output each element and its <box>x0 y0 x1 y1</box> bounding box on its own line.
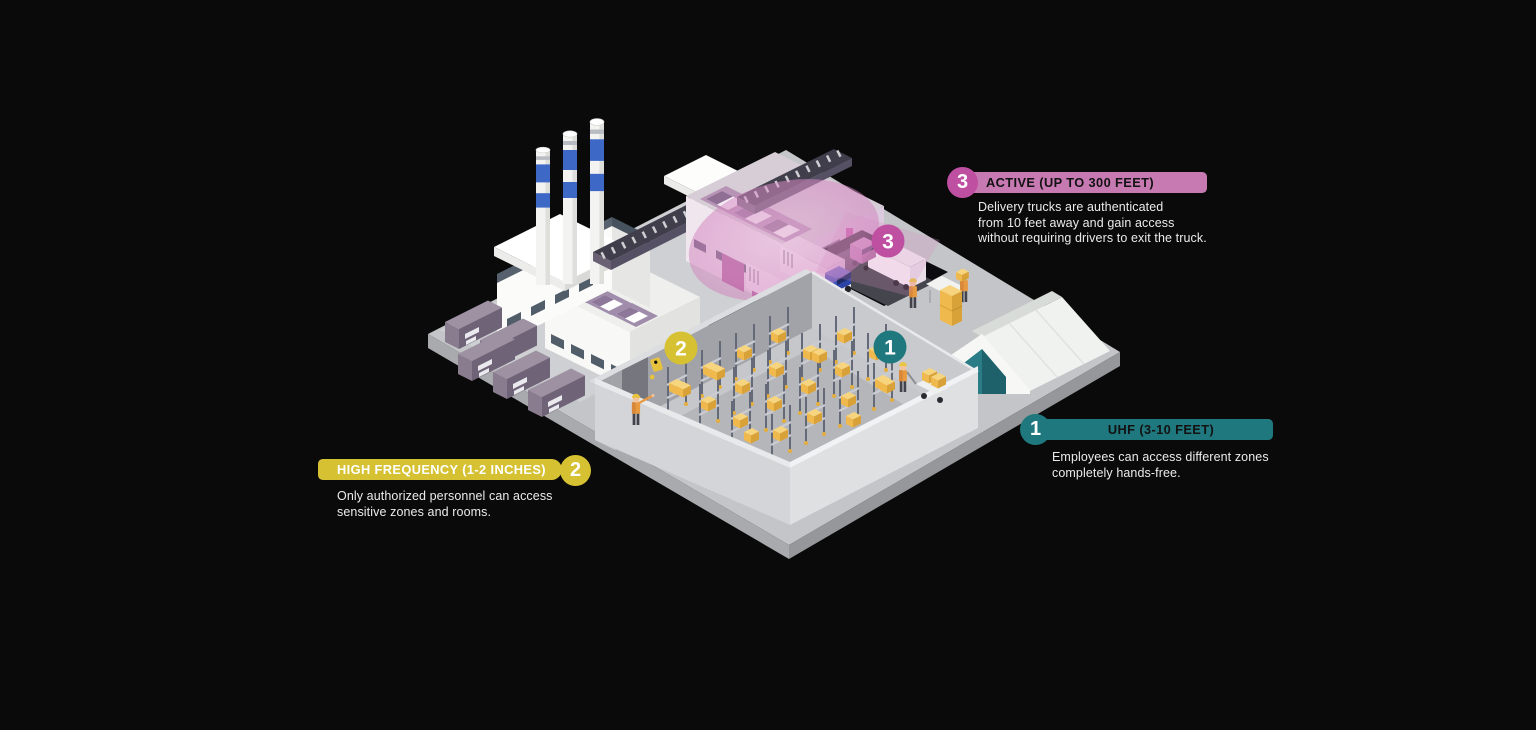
callout-uhf-number: 1 <box>1020 414 1051 445</box>
callout-uhf: 1 UHF (3-10 FEET) Employees can access d… <box>1020 414 1320 494</box>
desc-line: without requiring drivers to exit the tr… <box>978 231 1207 245</box>
callout-high-frequency: HIGH FREQUENCY (1-2 INCHES) 2 Only autho… <box>318 455 618 535</box>
desc-line: Delivery trucks are authenticated <box>978 200 1164 214</box>
desc-line: Employees can access different zones <box>1052 450 1269 464</box>
badge-scan-worker <box>631 357 663 425</box>
keycard-icon <box>649 357 663 380</box>
callout-hf-number: 2 <box>560 455 591 486</box>
marker-2-circle <box>664 331 698 365</box>
callout-active-description: Delivery trucks are authenticated from 1… <box>978 200 1207 247</box>
callout-active: 3 ACTIVE (UP TO 300 FEET) Delivery truck… <box>947 167 1247 257</box>
callout-active-number: 3 <box>947 167 978 198</box>
cart-worker <box>899 362 948 403</box>
marker-3-circle <box>871 224 905 258</box>
desc-line: from 10 feet away and gain access <box>978 215 1175 230</box>
callout-hf-title: HIGH FREQUENCY (1-2 INCHES) <box>318 459 562 480</box>
receiving-yard <box>909 268 969 326</box>
callout-uhf-title: UHF (3-10 FEET) <box>1035 419 1273 440</box>
zone-markers: 3 2 1 <box>664 224 907 365</box>
tent-door-right <box>982 349 1006 394</box>
callout-active-title: ACTIVE (UP TO 300 FEET) <box>962 172 1207 193</box>
desc-line: completely hands-free. <box>1052 465 1181 480</box>
callout-hf-description: Only authorized personnel can access sen… <box>337 489 553 520</box>
marker-3-number: 3 <box>882 231 894 254</box>
marker-1-number: 1 <box>884 337 896 360</box>
desc-line: Only authorized personnel can access <box>337 489 553 503</box>
box-stack <box>939 285 963 326</box>
marker-1-circle <box>873 330 907 364</box>
callout-uhf-description: Employees can access different zones com… <box>1052 450 1269 481</box>
marker-2-number: 2 <box>675 338 687 361</box>
desc-line: sensitive zones and rooms. <box>337 504 492 519</box>
